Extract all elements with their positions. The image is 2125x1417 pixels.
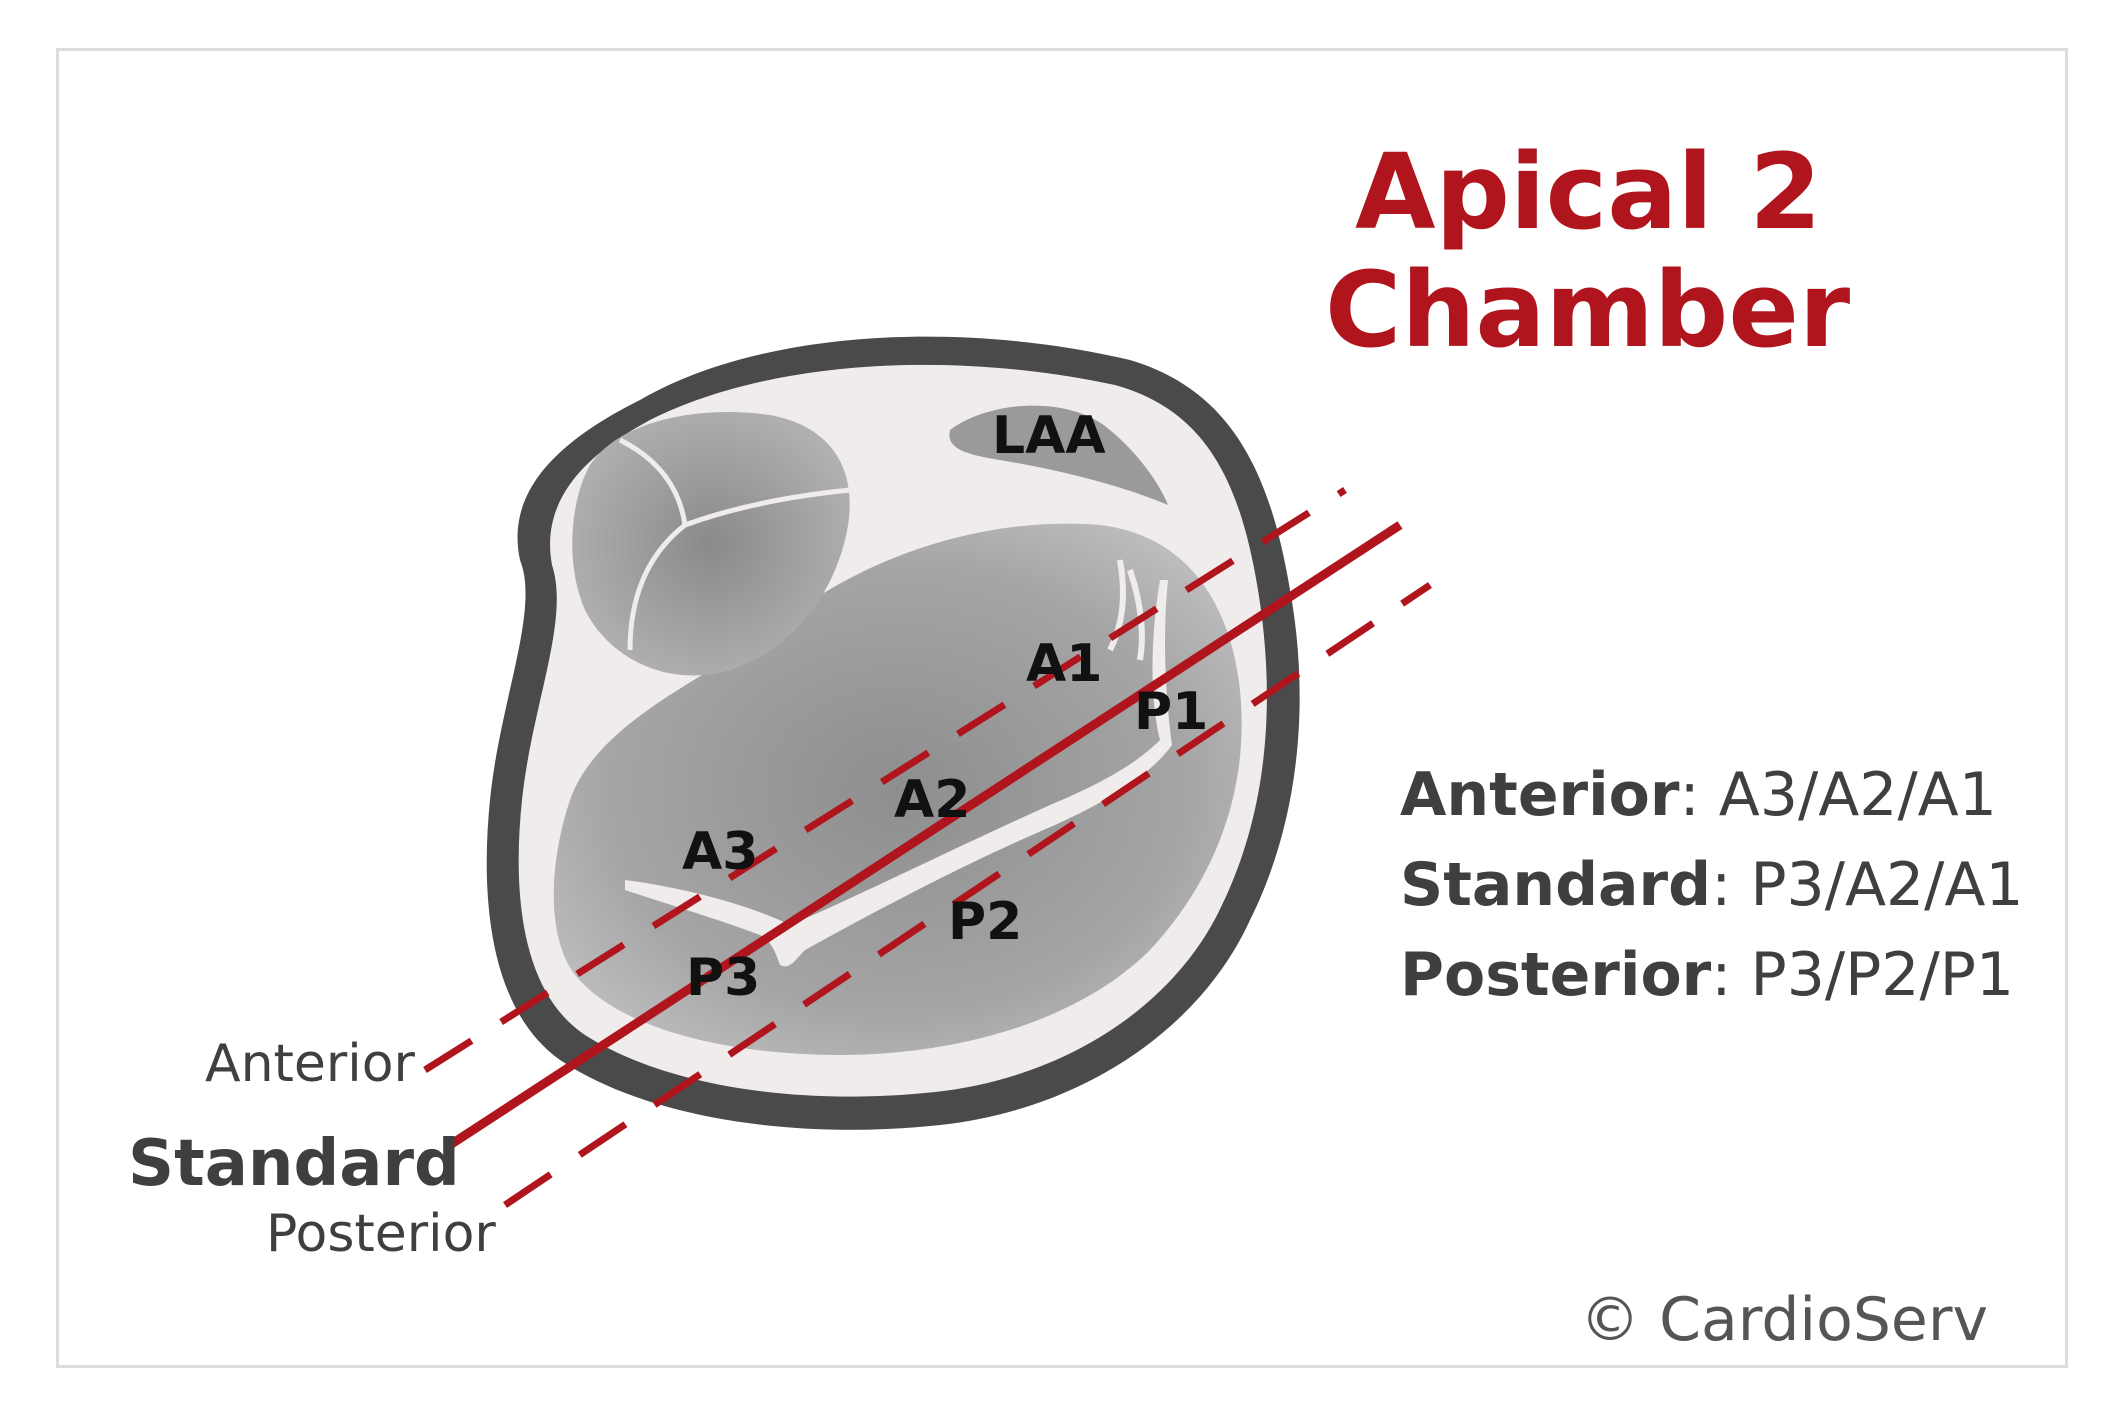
segment-p3-label: P3 xyxy=(686,948,761,1008)
legend-standard-sep: : xyxy=(1711,850,1751,920)
legend-posterior-sep: : xyxy=(1711,940,1751,1010)
posterior-plane-label: Posterior xyxy=(266,1204,496,1264)
title-line-1: Apical 2 xyxy=(1355,131,1822,253)
legend-anterior-sep: : xyxy=(1679,760,1719,830)
segment-a1-label: A1 xyxy=(1026,634,1103,694)
imaging-planes xyxy=(423,487,1432,1208)
aortic-valve xyxy=(572,412,850,676)
standard-plane-label: Standard xyxy=(128,1127,460,1201)
segment-p2-label: P2 xyxy=(948,892,1023,952)
segment-p1-label: P1 xyxy=(1134,682,1209,742)
coaptation-line xyxy=(625,580,1172,967)
title-line-2: Chamber xyxy=(1325,249,1851,371)
legend-anterior-key: Anterior xyxy=(1400,760,1680,830)
anterior-plane-line xyxy=(423,487,1347,1073)
legend-posterior: Posterior: P3/P2/P1 xyxy=(1400,945,2014,1005)
aortic-cusp-lines xyxy=(618,437,851,651)
legend-standard-key: Standard xyxy=(1400,850,1712,920)
copyright-notice: © CardioServ xyxy=(1580,1285,1988,1355)
laa-label: LAA xyxy=(992,406,1106,466)
legend-posterior-value: P3/P2/P1 xyxy=(1750,940,2015,1010)
laa-region xyxy=(949,405,1168,505)
posterior-plane-line xyxy=(503,582,1432,1208)
anterior-plane-label: Anterior xyxy=(205,1034,415,1094)
segment-a2-label: A2 xyxy=(894,770,971,830)
legend-anterior-value: A3/A2/A1 xyxy=(1718,760,1997,830)
legend-standard: Standard: P3/A2/A1 xyxy=(1400,855,2024,915)
segment-a3-label: A3 xyxy=(682,822,759,882)
legend-standard-value: P3/A2/A1 xyxy=(1750,850,2024,920)
legend-anterior: Anterior: A3/A2/A1 xyxy=(1400,765,1997,825)
standard-plane-line xyxy=(447,521,1403,1149)
legend-posterior-key: Posterior xyxy=(1400,940,1712,1010)
